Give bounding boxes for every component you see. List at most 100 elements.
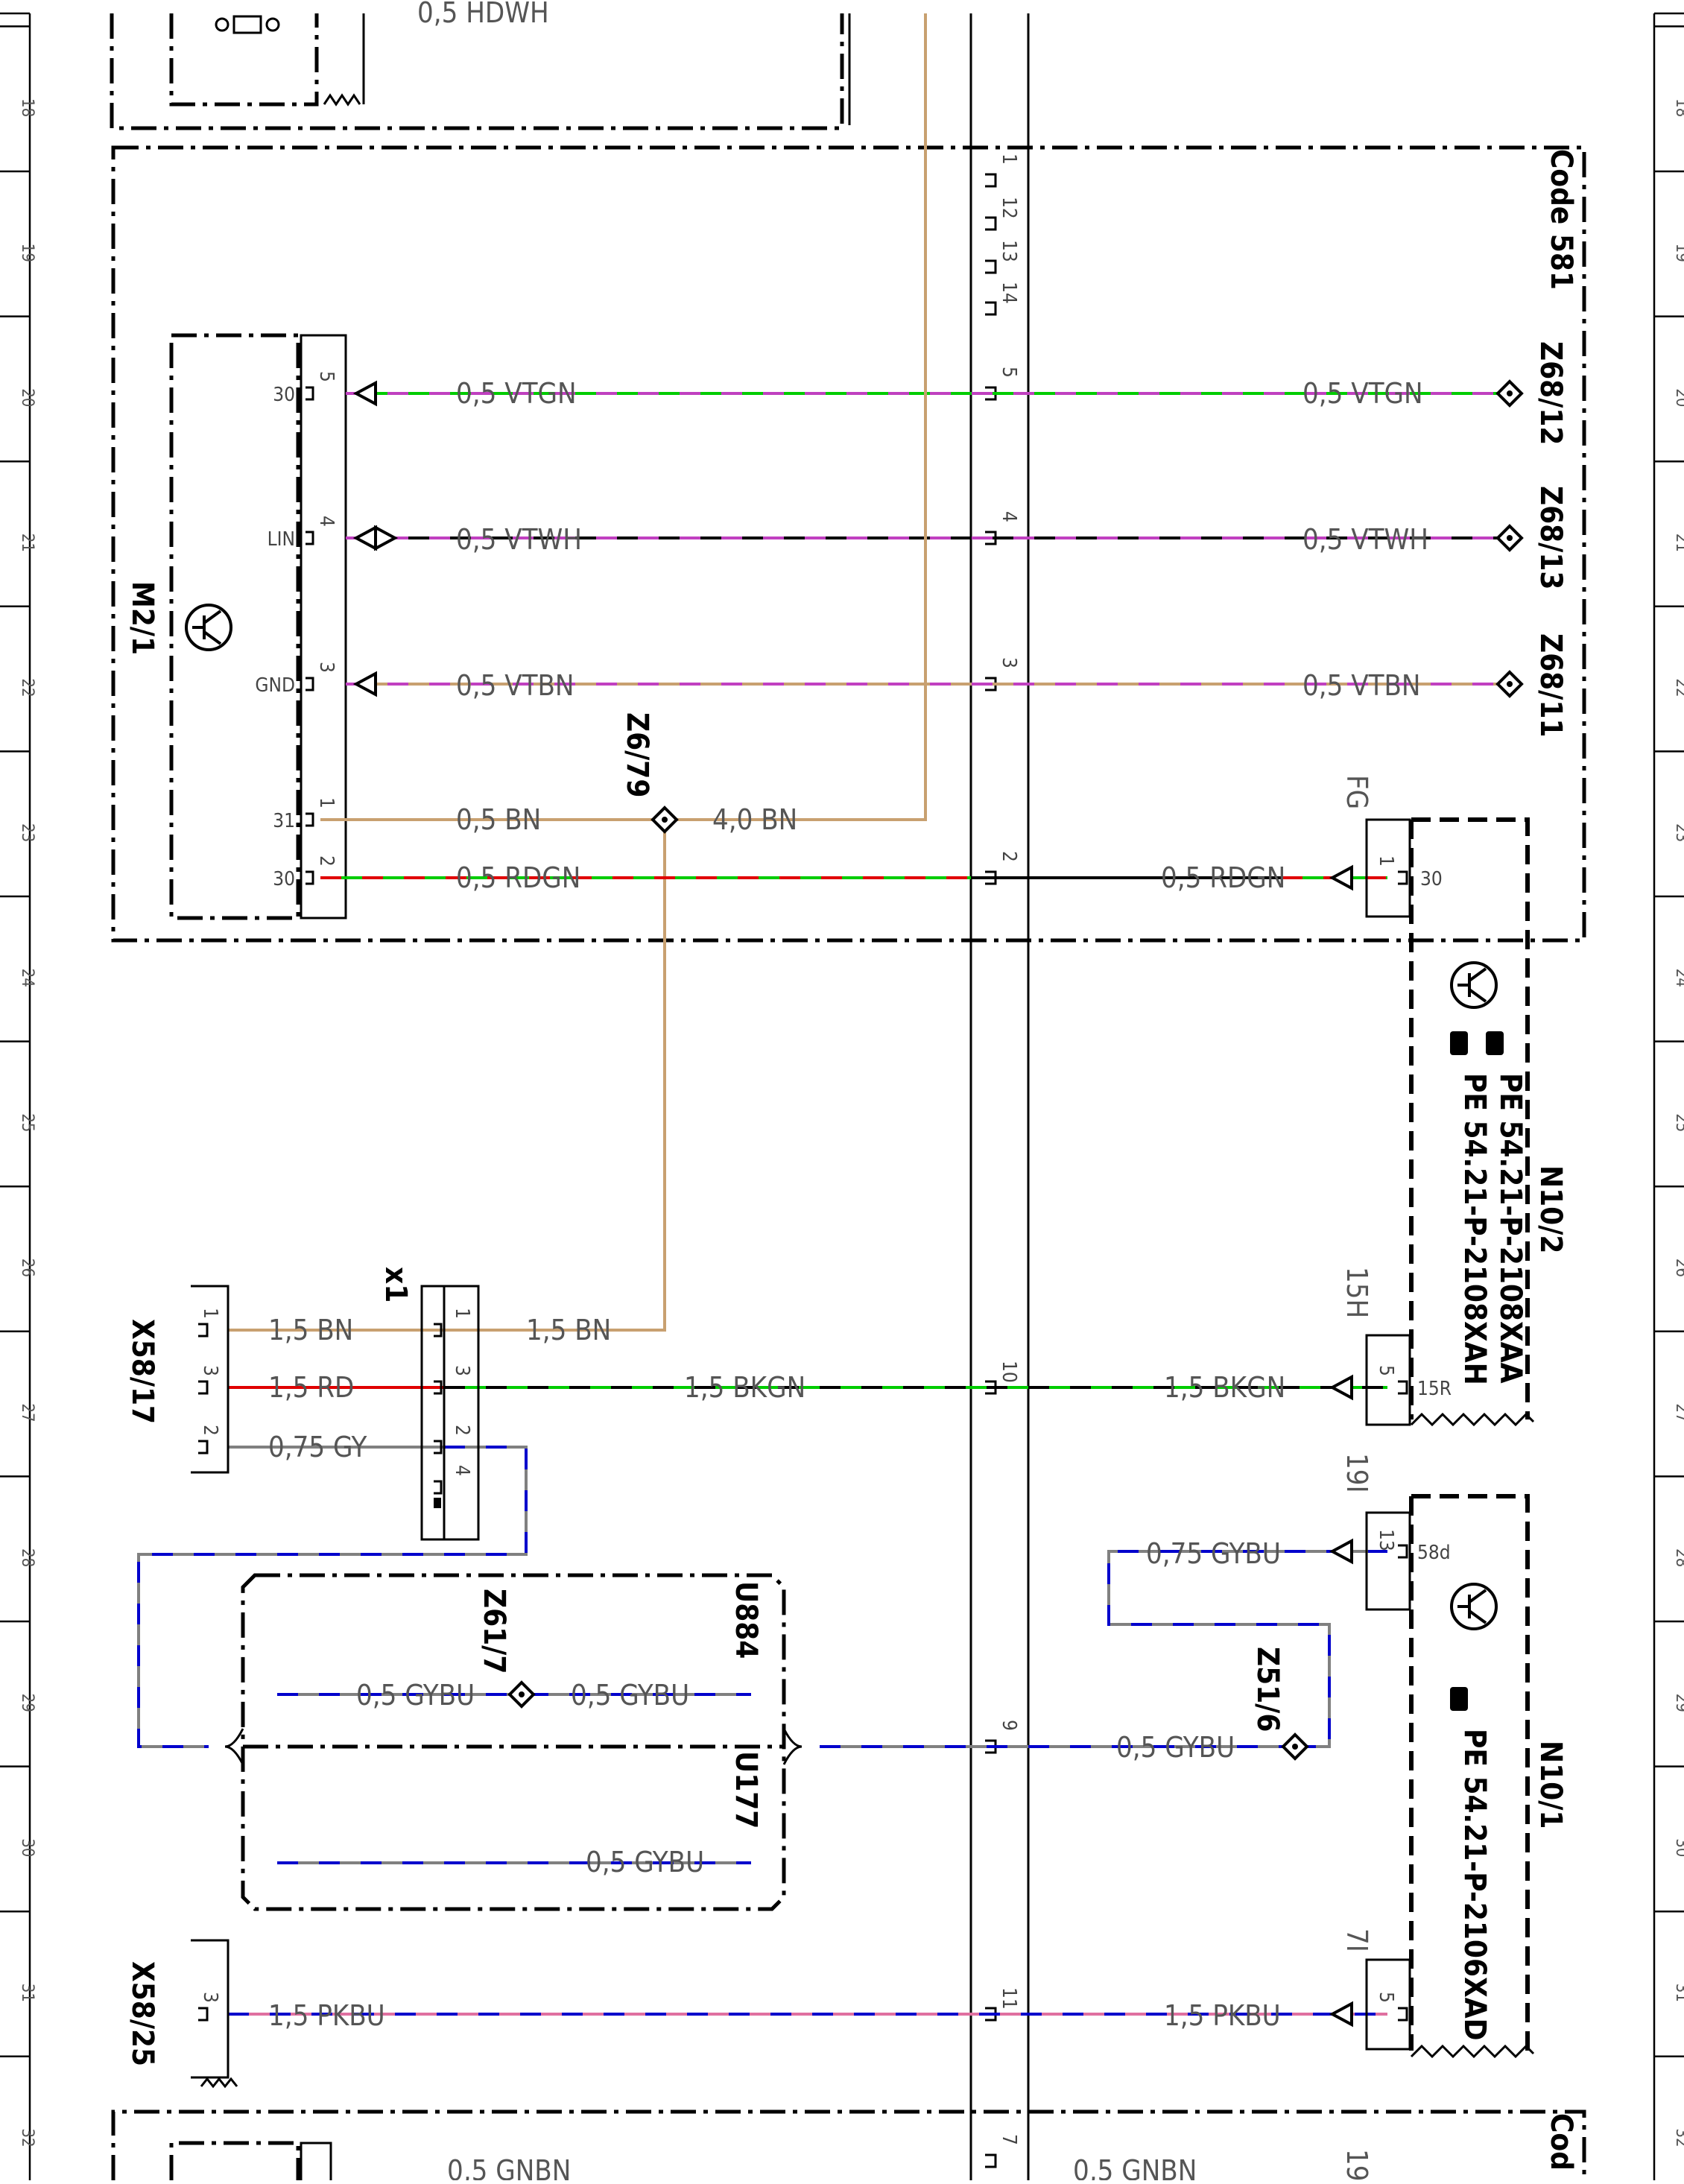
grid-label-left: 22: [18, 678, 37, 697]
hand-pointer-icon: [1450, 1687, 1468, 1711]
n10-1-ref: PE 54.21-P-2106XAD: [1457, 1729, 1492, 2041]
n10-pin-stub: [1398, 870, 1408, 885]
wires: [137, 13, 1524, 2028]
m2-1-pin-label: 30: [273, 868, 295, 890]
wire-label-bn-15a: 1,5 BN: [268, 1314, 353, 1346]
grid-label-right: 22: [1672, 678, 1684, 697]
grid-label-right: 18: [1672, 98, 1684, 117]
wire-label-gy-075: 0,75 GY: [268, 1431, 367, 1463]
m2-1-pin-number: 4: [315, 516, 338, 527]
code-bottom-label: Cod: [1544, 2113, 1578, 2171]
wire-labels: 0,5 VTGN 0,5 VTGN 0,5 VTWH 0,5 VTWH 0,5 …: [268, 377, 1428, 2184]
grid-label-right: 19: [1672, 244, 1684, 262]
grid-label-right: 23: [1672, 823, 1684, 842]
n10-2-pin-num: 1: [1375, 855, 1397, 867]
transistor-icon: [1450, 1583, 1498, 1630]
bus-pin-number: 14: [998, 282, 1020, 304]
bus-pin-number: 12: [998, 197, 1020, 219]
arrow-icon: [1329, 1538, 1353, 1565]
z68-11-label: Z68/11: [1533, 633, 1568, 737]
n10-1-label: N10/1: [1533, 1741, 1568, 1829]
wire-gybu-loop-stripe: [137, 1446, 528, 1748]
wire-label-bkgn-right: 1,5 BKGN: [1164, 1371, 1285, 1404]
n10-1-pin-58d: 58d: [1417, 1542, 1451, 1564]
m2-1-pin-number: 1: [315, 797, 338, 808]
m2-1-pin-label: 31: [273, 810, 295, 832]
x1-pin-stub: [434, 1323, 443, 1338]
transistor-icon: [185, 604, 232, 651]
n10-2-label: N10/2: [1533, 1165, 1568, 1253]
n10-2-pin-15r: 15R: [1417, 1378, 1452, 1400]
m2-1-pin-stub: [306, 386, 314, 401]
z51-6-label: Z51/6: [1250, 1647, 1285, 1732]
bus-pin-number: 9: [998, 1720, 1020, 1731]
grid-label-left: 23: [18, 823, 37, 842]
splice-z68-11-icon-dot: [1507, 681, 1513, 687]
wire-label-rdgn-left: 0,5 RDGN: [456, 861, 580, 894]
bus-pin-number: 5: [998, 367, 1020, 378]
splice-z68-12-icon-dot: [1507, 390, 1513, 396]
hand-pointer-icon: [1450, 1031, 1468, 1055]
m2-1-pin-stub: [306, 531, 314, 545]
n10-2-pin-num: 5: [1375, 1365, 1397, 1376]
arrow-icon: [352, 525, 377, 551]
wire-label-gybu-u884-right: 0,5 GYBU: [571, 1679, 689, 1712]
n10-2-ref-1: PE 54.21-P-2108XAA: [1493, 1073, 1528, 1384]
z68-12-label: Z68/12: [1533, 341, 1568, 445]
wire-label-gybu-u177: 0,5 GYBU: [586, 1846, 704, 1878]
grid-label-left: 27: [18, 1403, 37, 1422]
m2-1-pin-stub: [306, 870, 314, 885]
wire-label-vtwh-right: 0,5 VTWH: [1302, 523, 1428, 556]
fg-label: FG: [1340, 775, 1373, 809]
bottom-partial-box: Cod 19I: [111, 2109, 1586, 2184]
bus-pin-number: 7: [998, 2134, 1020, 2145]
x58-17-connector: X58/17: [125, 1285, 230, 1474]
grid-label-right: 30: [1672, 1838, 1684, 1857]
grid-label-right: 27: [1672, 1403, 1684, 1422]
x1-connector: x1: [379, 1267, 480, 1541]
bus-pin-stub: [985, 2153, 997, 2168]
grid-label-left: 31: [18, 1984, 37, 2002]
wire-label-gnbn-right: 0,5 GNBN: [1073, 2154, 1197, 2180]
bus-pin-number: 2: [998, 851, 1020, 862]
arrow-icon: [374, 525, 399, 551]
code-581-box: [111, 145, 1586, 943]
x1-pin-number: 3: [451, 1365, 473, 1376]
grid-label-left: 19: [18, 244, 37, 262]
bus-pin-number: 13: [998, 240, 1020, 262]
bus-pin-number: 3: [998, 657, 1020, 668]
wire-label-gybu-mid: 0,5 GYBU: [1116, 1731, 1235, 1764]
wire-bn: [320, 13, 927, 821]
x1-pin-number: 4: [451, 1465, 473, 1476]
n10-pin-stub: [1398, 2007, 1408, 2022]
m2-1-pin-label: GND: [255, 674, 295, 697]
wire-label-bn-15b: 1,5 BN: [526, 1314, 611, 1346]
grid-label-left: 25: [18, 1113, 37, 1132]
splice-z6-79-icon-dot: [662, 817, 668, 823]
u884-label: U884: [729, 1581, 763, 1659]
bus-pin-stub: [985, 259, 997, 274]
n10-2-component: N10/2 PE 54.21-P-2108XAA PE 54.21-P-2108…: [1340, 775, 1568, 1427]
x1-pin-stub: [434, 1440, 443, 1455]
grid-ticks: [0, 25, 1684, 2058]
x58-17-pin-stub: [198, 1440, 209, 1455]
19i-label-b: 19I: [1340, 2149, 1373, 2180]
wire-label-gnbn-left: 0,5 GNBN: [447, 2154, 571, 2180]
7i-label: 7I: [1340, 1928, 1373, 1952]
n10-1-component: N10/1 PE 54.21-P-2106XAD 19I 7I: [1340, 1453, 1568, 2059]
n10-1-pin-num: 13: [1375, 1529, 1397, 1551]
grid-label-left: 26: [18, 1259, 37, 1277]
bus-pin-number: 10: [998, 1361, 1020, 1383]
arrow-icon: [352, 671, 377, 697]
wire-bn-down: [444, 820, 666, 1332]
m2-1-pin-number: 3: [315, 662, 338, 673]
wire-label-vtwh-left: 0,5 VTWH: [456, 523, 582, 556]
wire-label-rdgn-right: 0,5 RDGN: [1161, 861, 1285, 894]
bus-pin-stub: [985, 173, 997, 188]
m2-1-pin-number: 5: [315, 371, 338, 382]
wire-gybu-075: [1107, 1550, 1387, 1748]
u884-u177-group: U884 U177 Z61/7: [224, 1573, 803, 1911]
splice-z61-7-icon-dot: [519, 1691, 525, 1697]
